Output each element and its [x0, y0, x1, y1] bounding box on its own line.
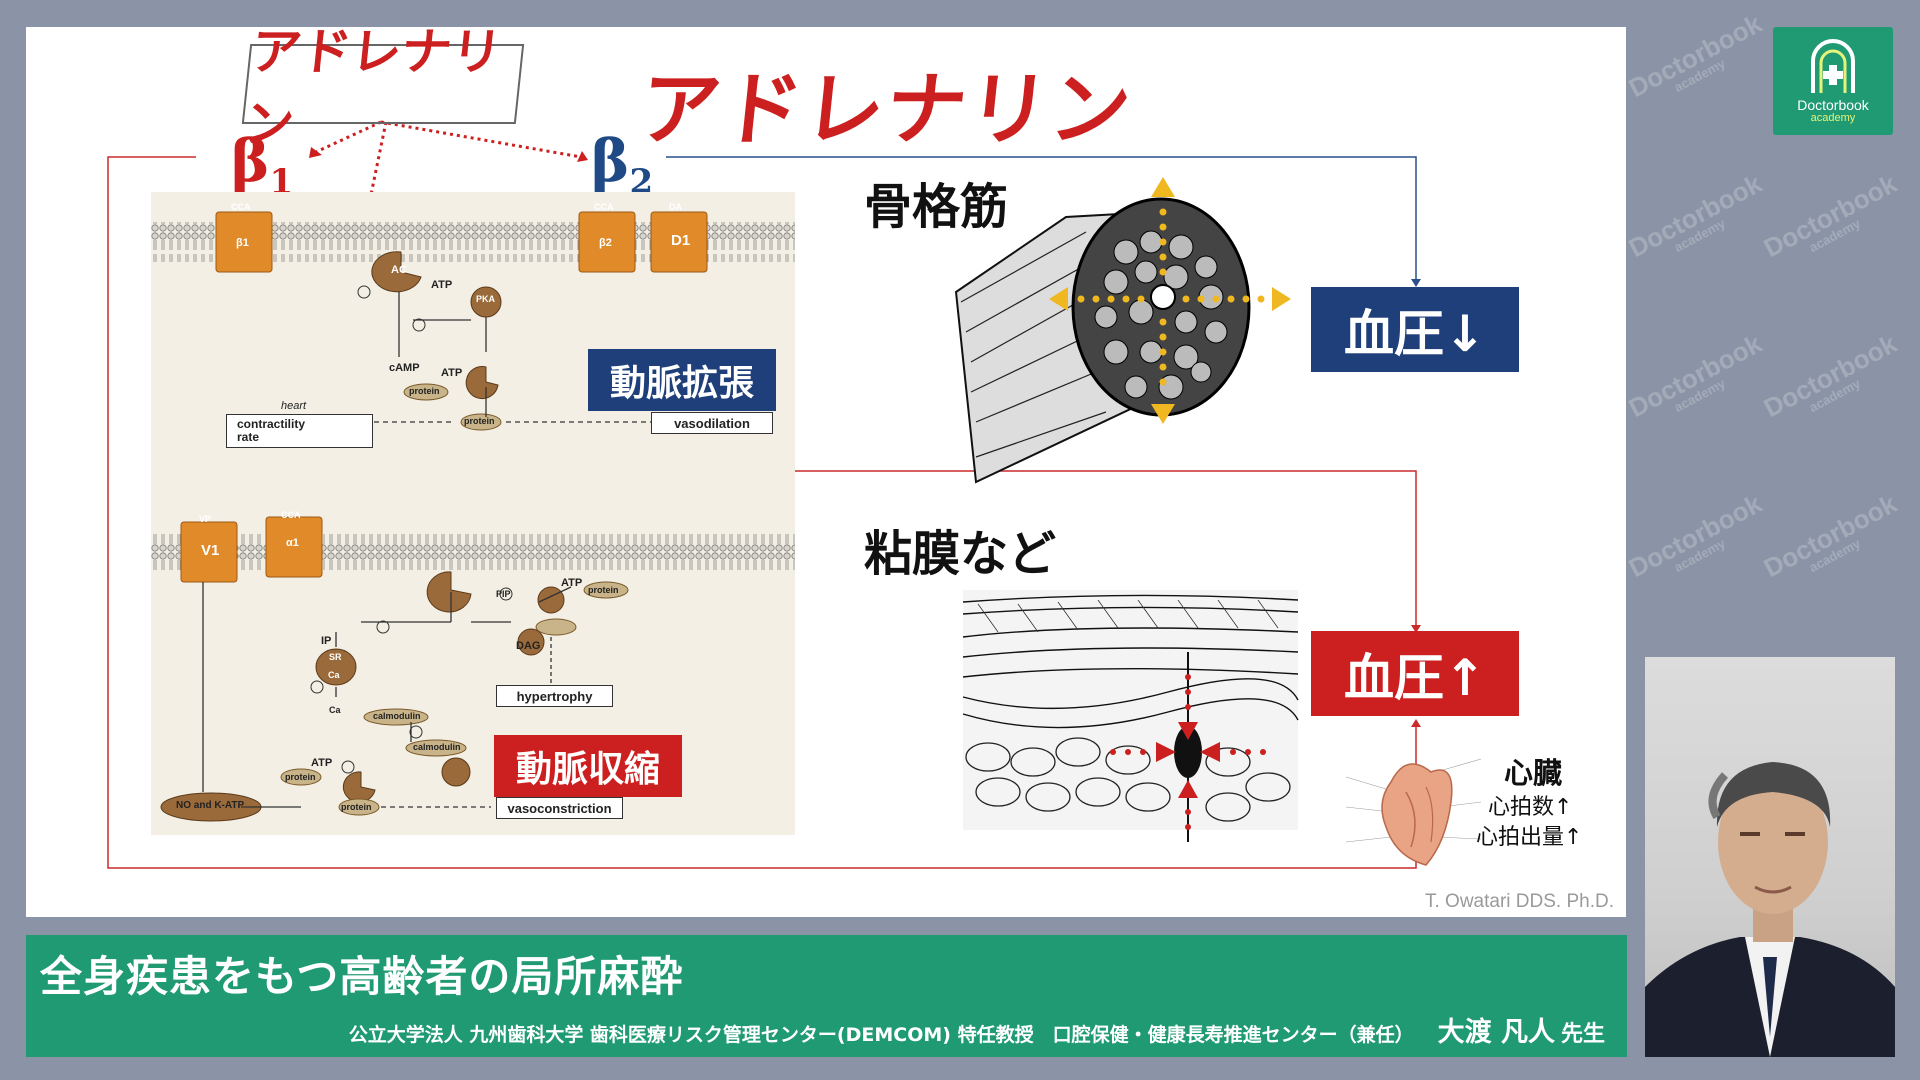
receptor-d1-text: D1: [671, 232, 691, 249]
hypertrophy-box: hypertrophy: [496, 685, 613, 707]
da-label: DA: [669, 202, 682, 212]
speaker-info: 公立大学法人 九州歯科大学 歯科医療リスク管理センター(DEMCOM) 特任教授…: [349, 1010, 1605, 1049]
ca-label: Ca: [328, 670, 340, 680]
calmodulin-label: calmodulin: [413, 742, 461, 752]
blood-pressure-up-label: 血圧↑: [1311, 631, 1519, 716]
slide-title: アドレナリン: [635, 63, 1138, 156]
speaker-name: 大渡 凡人: [1437, 1017, 1555, 1048]
protein-label: protein: [285, 772, 316, 782]
pka-label: PKA: [476, 294, 496, 304]
atp-label: ATP: [441, 367, 463, 379]
membrane-graphics: [151, 211, 795, 822]
protein-label: protein: [464, 416, 495, 426]
logo-sub-text: academy: [1810, 112, 1856, 124]
vasodilation-box: vasodilation: [651, 412, 773, 434]
atp-label: ATP: [311, 757, 333, 769]
protein-label: protein: [409, 386, 440, 396]
skeletal-muscle-label: 骨格筋: [864, 179, 1009, 235]
receptor-v1-text: V1: [201, 542, 220, 559]
logo-arch-icon: [1811, 39, 1855, 93]
speaker-figure: [1645, 762, 1895, 1057]
vasoconstriction-box: vasoconstriction: [496, 797, 623, 819]
vp-label: VP: [199, 514, 212, 524]
no-katp-label: NO and K-ATP: [176, 800, 245, 811]
speaker-honorific: 先生: [1560, 1022, 1605, 1047]
artery-dilation-label: 動脈拡張: [588, 349, 776, 411]
adrenaline-boxed-title: アドレナリン: [241, 27, 525, 153]
contractility-text: contractility: [237, 417, 306, 431]
calmodulin-label: calmodulin: [373, 711, 421, 721]
ip3-label: IP: [321, 635, 332, 647]
beta1-label: β1: [231, 127, 294, 202]
ac-label: AC: [391, 264, 407, 276]
receptor-beta2-text: β2: [599, 237, 612, 249]
doctorbook-academy-logo: Doctorbook academy: [1773, 27, 1893, 135]
heart-rate-note: 心拍数↑: [1488, 795, 1573, 820]
receptor-alpha1-text: α1: [286, 537, 299, 549]
contractility-rate-box: contractility rate: [226, 414, 373, 448]
speaker-webcam-view: [1645, 657, 1895, 1057]
presentation-slide: アドレナリン アドレナリン β1 β2 α1: [26, 27, 1626, 917]
heart-label: heart: [281, 400, 307, 412]
rate-text: rate: [237, 430, 260, 444]
cca-label: CCA: [231, 202, 251, 212]
heart-illustration: [1345, 758, 1482, 866]
sr-label: SR: [329, 652, 342, 662]
atp-label: ATP: [431, 279, 453, 291]
cca-label: CCA: [281, 510, 301, 520]
cca-label: CCA: [594, 202, 614, 212]
lecture-title: 全身疾患をもつ高齢者の局所麻酔: [40, 952, 684, 1001]
heart-title: 心臓: [1504, 756, 1563, 790]
mucosa-illustration: [962, 590, 1299, 842]
artery-constriction-label: 動脈収縮: [494, 735, 682, 797]
atp-label: ATP: [561, 577, 583, 589]
logo-brand-text: Doctorbook: [1797, 97, 1869, 113]
pip2-label: PIP: [496, 589, 511, 599]
receptor-beta1-text: β1: [236, 237, 249, 249]
blood-pressure-down-label: 血圧↓: [1311, 287, 1519, 372]
protein-label: protein: [588, 585, 619, 595]
slide-credit: T. Owatari DDS. Ph.D.: [1425, 891, 1614, 912]
ca-label: Ca: [329, 705, 341, 715]
speaker-affiliation: 公立大学法人 九州歯科大学 歯科医療リスク管理センター(DEMCOM) 特任教授…: [348, 1024, 1414, 1046]
cardiac-output-note: 心拍出量↑: [1476, 825, 1583, 850]
protein-label: protein: [341, 802, 372, 812]
dag-label: DAG: [516, 640, 541, 652]
skeletal-muscle-illustration: [954, 177, 1291, 484]
mucosa-label: 粘膜など: [864, 526, 1057, 582]
camp-label: cAMP: [389, 362, 420, 374]
lecture-title-banner: 全身疾患をもつ高齢者の局所麻酔 公立大学法人 九州歯科大学 歯科医療リスク管理セ…: [26, 935, 1627, 1057]
beta2-label: β2: [591, 127, 654, 202]
signaling-pathway-diagram: β1 β2 D1 V1 α1 CCA CCA CCA DA VP AC ATP …: [151, 192, 795, 835]
